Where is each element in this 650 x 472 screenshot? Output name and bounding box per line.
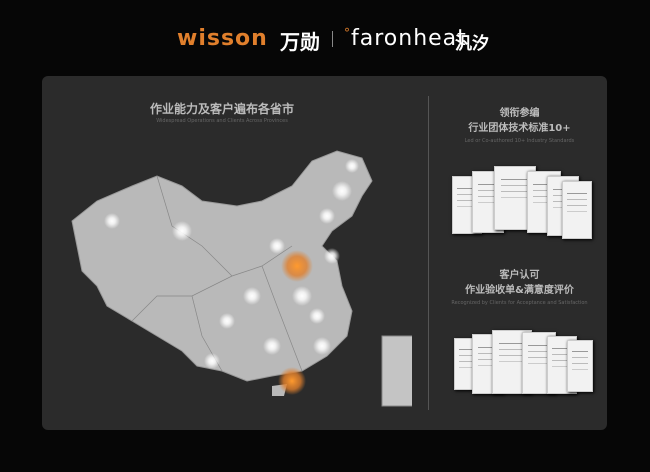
map-title: 作业能力及客户遍布各省市 — [149, 102, 294, 116]
standards-subtitle: Led or Co-authored 10+ Industry Standard… — [464, 138, 575, 144]
client-location-markers — [104, 159, 359, 395]
divider — [428, 96, 429, 410]
south-china-sea-inset — [381, 335, 412, 407]
acceptance-title: 客户认可作业验收单&满意度评价 — [465, 270, 574, 296]
faronheat-logo-cn: 汎汐 — [455, 34, 489, 54]
map-subtitle: Widespread Operations and Clients Across… — [156, 118, 288, 124]
standards-title: 领衔参编行业团体技术标准10+ — [468, 108, 571, 134]
china-map — [71, 150, 412, 407]
acceptance-subtitle: Recognized by Clients for Acceptance and… — [451, 300, 588, 306]
wisson-logo: wisson — [177, 26, 268, 51]
wisson-logo-cn: 万勋 — [280, 30, 320, 54]
logo-separator — [332, 31, 333, 47]
faronheat-logo: °faronheat — [344, 26, 467, 51]
content-panel: 作业能力及客户遍布各省市 Widespread Operations and C… — [42, 76, 607, 430]
